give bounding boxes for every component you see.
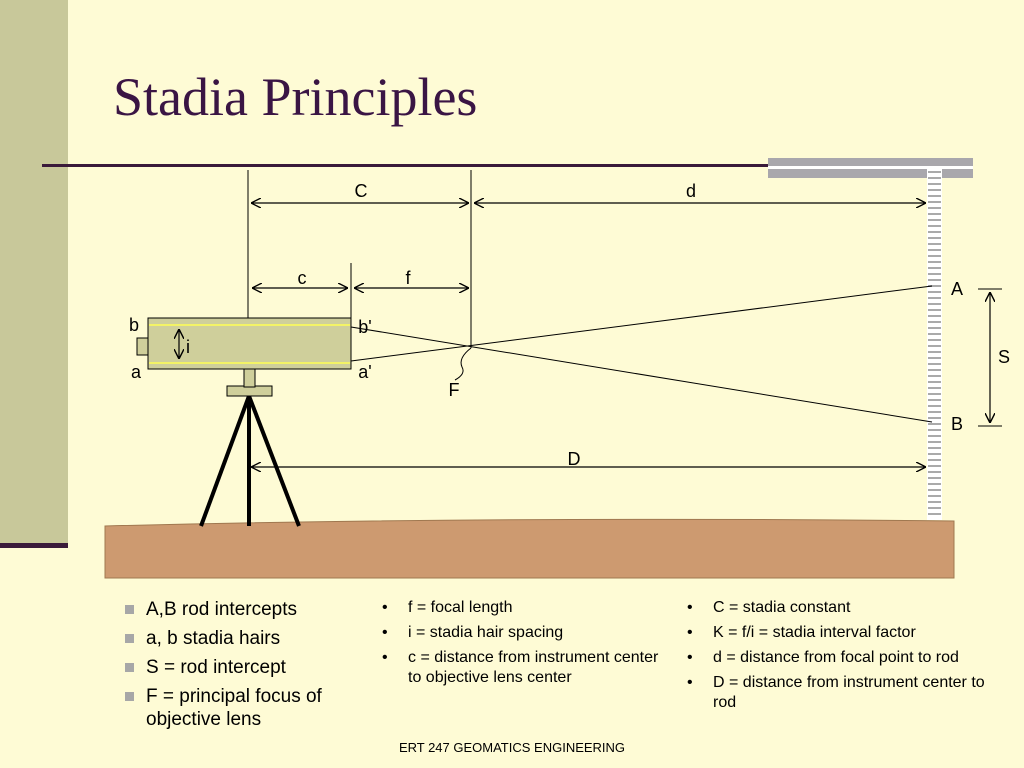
tripod xyxy=(199,395,301,527)
label-B: B xyxy=(951,414,963,434)
tripod-mount-post xyxy=(243,368,256,388)
slide-footer: ERT 247 GEOMATICS ENGINEERING xyxy=(398,740,626,755)
ceiling-bar-stripe xyxy=(768,166,973,169)
legend-column-2: f = focal length i = stadia hair spacing… xyxy=(382,598,672,693)
legend-item: K = f/i = stadia interval factor xyxy=(687,623,987,643)
legend-item: c = distance from instrument center to o… xyxy=(382,648,672,688)
legend-item: F = principal focus of objective lens xyxy=(122,685,372,731)
legend-item: A,B rod intercepts xyxy=(122,598,372,621)
label-F: F xyxy=(449,380,460,400)
label-a-prime: a' xyxy=(358,362,371,382)
focus-leader-line xyxy=(454,347,472,381)
legend-column-3: C = stadia constant K = f/i = stadia int… xyxy=(687,598,987,718)
legend-item: S = rod intercept xyxy=(122,656,372,679)
legend-item: C = stadia constant xyxy=(687,598,987,618)
legend-item: f = focal length xyxy=(382,598,672,618)
label-i: i xyxy=(186,337,190,357)
ground xyxy=(104,518,955,579)
label-b: b xyxy=(129,315,139,335)
telescope xyxy=(136,317,352,370)
legend-item: D = distance from instrument center to r… xyxy=(687,673,987,713)
legend-item: d = distance from focal point to rod xyxy=(687,648,987,668)
label-c: c xyxy=(298,268,307,288)
label-b-prime: b' xyxy=(358,317,371,337)
side-accent-bar xyxy=(0,0,68,545)
side-accent-rule xyxy=(0,543,68,548)
title-divider xyxy=(42,164,972,167)
label-d: d xyxy=(686,181,696,201)
label-a: a xyxy=(131,362,142,382)
sight-ray-to-B xyxy=(350,326,933,423)
label-C: C xyxy=(355,181,368,201)
label-S: S xyxy=(998,347,1010,367)
label-D: D xyxy=(568,449,581,469)
slide-title: Stadia Principles xyxy=(113,67,478,127)
label-A: A xyxy=(951,279,963,299)
legend-item: a, b stadia hairs xyxy=(122,627,372,650)
leveling-rod xyxy=(927,168,942,520)
legend-column-1: A,B rod intercepts a, b stadia hairs S =… xyxy=(122,598,372,737)
legend-item: i = stadia hair spacing xyxy=(382,623,672,643)
sight-ray-to-A xyxy=(350,285,933,362)
label-f: f xyxy=(405,268,411,288)
